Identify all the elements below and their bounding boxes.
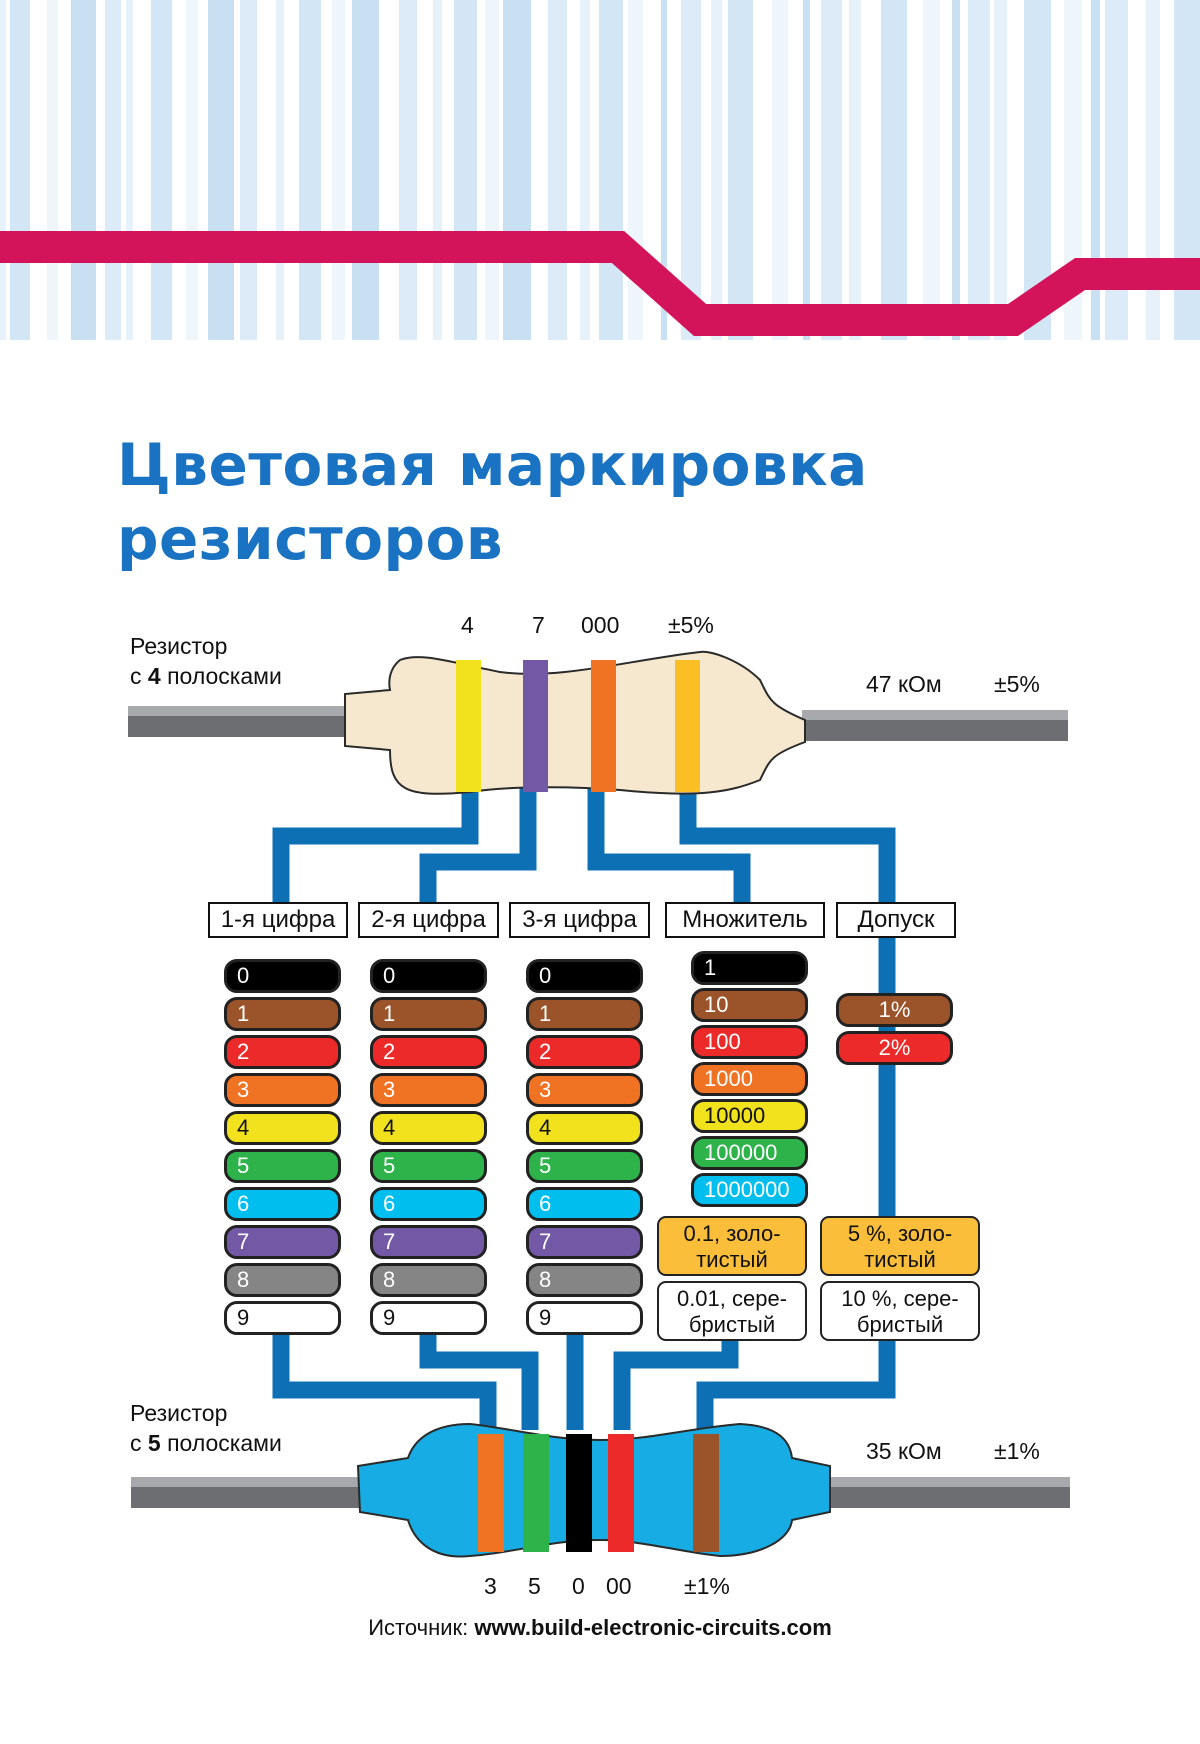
tolerance-pill-2pct: 2% bbox=[836, 1031, 953, 1065]
lead-right-5 bbox=[830, 1486, 1070, 1508]
resistor-5-band-2 bbox=[523, 1434, 549, 1552]
resistor-5-band-value-3: 3 bbox=[484, 1571, 497, 1601]
digit3-pill-6: 6 bbox=[526, 1187, 643, 1221]
digit1-pill-5: 5 bbox=[224, 1149, 341, 1183]
digit3-pill-1: 1 bbox=[526, 997, 643, 1031]
resistor-4-band-value-000: 000 bbox=[581, 610, 619, 640]
digit3-pill-8: 8 bbox=[526, 1263, 643, 1297]
digit1-pill-3: 3 bbox=[224, 1073, 341, 1107]
digit2-pill-6: 6 bbox=[370, 1187, 487, 1221]
lead-right bbox=[802, 719, 1068, 741]
multiplier-pill-10: 10 bbox=[691, 988, 808, 1022]
resistor-5-label: Резистор с 5 полосками bbox=[130, 1398, 282, 1458]
wire-5band-digit1 bbox=[281, 1320, 488, 1430]
digit3-pill-4: 4 bbox=[526, 1111, 643, 1145]
resistor-4-tolerance: ±5% bbox=[994, 669, 1040, 699]
header-multiplier: Множитель bbox=[665, 902, 825, 938]
digit2-pill-3: 3 bbox=[370, 1073, 487, 1107]
digit1-pill-9: 9 bbox=[224, 1301, 341, 1335]
header-digit1: 1-я цифра bbox=[208, 902, 348, 938]
resistor-5-band-value-0: 0 bbox=[572, 1571, 585, 1601]
header-digit2: 2-я цифра bbox=[358, 902, 499, 938]
digit1-pill-2: 2 bbox=[224, 1035, 341, 1069]
digit2-pill-9: 9 bbox=[370, 1301, 487, 1335]
lead-right-highlight bbox=[802, 710, 1068, 720]
digit3-pill-7: 7 bbox=[526, 1225, 643, 1259]
digit3-pill-2: 2 bbox=[526, 1035, 643, 1069]
lead-left-5 bbox=[131, 1486, 366, 1508]
resistor-4-band-2 bbox=[523, 660, 548, 792]
digit3-pill-3: 3 bbox=[526, 1073, 643, 1107]
multiplier-pill-100000: 100000 bbox=[691, 1136, 808, 1170]
resistor-5-band-value-tol: ±1% bbox=[684, 1571, 730, 1601]
resistor-5-band-value-5: 5 bbox=[528, 1571, 541, 1601]
resistor-4-body bbox=[345, 652, 805, 794]
digit1-pill-1: 1 bbox=[224, 997, 341, 1031]
digit1-pill-8: 8 bbox=[224, 1263, 341, 1297]
lead-right-5-highlight bbox=[830, 1477, 1070, 1487]
multiplier-pill-1: 1 bbox=[691, 951, 808, 985]
digit3-pill-0: 0 bbox=[526, 959, 643, 993]
multiplier-pill-1000: 1000 bbox=[691, 1062, 808, 1096]
resistor-4-band-value-4: 4 bbox=[461, 610, 474, 640]
resistor-5-band-5 bbox=[693, 1434, 719, 1552]
resistor-4-band-1 bbox=[456, 660, 481, 792]
digit2-pill-0: 0 bbox=[370, 959, 487, 993]
digit2-pill-2: 2 bbox=[370, 1035, 487, 1069]
digit2-pill-5: 5 bbox=[370, 1149, 487, 1183]
tolerance-silver-box: 10 %, сере- бристый bbox=[820, 1281, 980, 1341]
resistor-4-label: Резистор с 4 полосками bbox=[130, 631, 282, 691]
resistor-5-tolerance: ±1% bbox=[994, 1436, 1040, 1466]
multiplier-pill-10000: 10000 bbox=[691, 1099, 808, 1133]
multiplier-silver-box: 0.01, сере- бристый bbox=[657, 1281, 807, 1341]
wire-5band-digit2 bbox=[428, 1320, 530, 1430]
resistor-5-band-4 bbox=[608, 1434, 634, 1552]
resistor-4-band-value-7: 7 bbox=[532, 610, 545, 640]
digit1-pill-6: 6 bbox=[224, 1187, 341, 1221]
digit1-pill-4: 4 bbox=[224, 1111, 341, 1145]
tolerance-pill-1pct: 1% bbox=[836, 993, 953, 1027]
tolerance-gold-box: 5 %, золо- тистый bbox=[820, 1216, 980, 1276]
digit2-pill-7: 7 bbox=[370, 1225, 487, 1259]
resistor-5-band-1 bbox=[478, 1434, 504, 1552]
multiplier-gold-box: 0.1, золо- тистый bbox=[657, 1216, 807, 1276]
digit3-pill-9: 9 bbox=[526, 1301, 643, 1335]
digit2-pill-8: 8 bbox=[370, 1263, 487, 1297]
source-credit: Источник: www.build-electronic-circuits.… bbox=[0, 1615, 1200, 1641]
digit2-pill-1: 1 bbox=[370, 997, 487, 1031]
digit2-pill-4: 4 bbox=[370, 1111, 487, 1145]
resistor-4-band-3 bbox=[591, 660, 616, 792]
digit3-pill-5: 5 bbox=[526, 1149, 643, 1183]
multiplier-pill-1000000: 1000000 bbox=[691, 1173, 808, 1207]
resistor-4-value: 47 кОм bbox=[866, 669, 942, 699]
wire-4band-digit1 bbox=[281, 780, 470, 920]
resistor-4-band-value-tol: ±5% bbox=[668, 610, 714, 640]
resistor-5-body bbox=[358, 1424, 830, 1557]
lead-left-5-highlight bbox=[131, 1477, 366, 1487]
header-tolerance: Допуск bbox=[836, 902, 956, 938]
resistor-5-band-value-00: 00 bbox=[606, 1571, 632, 1601]
source-url: www.build-electronic-circuits.com bbox=[474, 1615, 831, 1640]
resistor-5-band-3 bbox=[566, 1434, 592, 1552]
digit1-pill-0: 0 bbox=[224, 959, 341, 993]
digit1-pill-7: 7 bbox=[224, 1225, 341, 1259]
wire-4band-multiplier bbox=[596, 780, 742, 920]
resistor-5-value: 35 кОм bbox=[866, 1436, 942, 1466]
header-digit3: 3-я цифра bbox=[509, 902, 650, 938]
resistor-4-band-4 bbox=[675, 660, 700, 792]
multiplier-pill-100: 100 bbox=[691, 1025, 808, 1059]
